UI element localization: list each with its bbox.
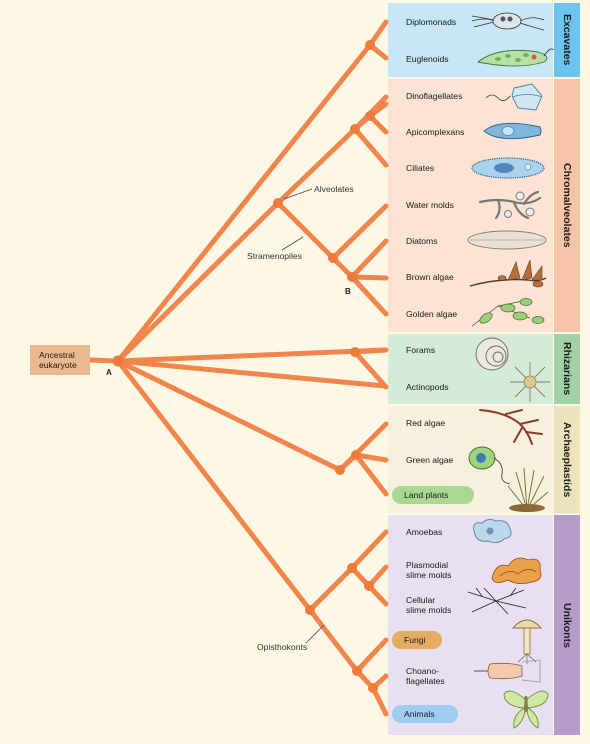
excavates-label-bar: Excavates — [554, 3, 580, 77]
rhizarians-label-bar: Rhizarians — [554, 334, 580, 404]
node-b — [347, 272, 357, 282]
archaeplastids-label-bar: Archaeplastids — [554, 406, 580, 513]
taxon-brown-algae: Brown algae — [406, 272, 454, 282]
apicomplexan-icon — [483, 122, 542, 140]
taxon-choanoflagellates: Choano- flagellates — [406, 666, 445, 686]
taxon-golden-algae: Golden algae — [406, 309, 458, 319]
green-alga-icon — [468, 446, 511, 485]
brown-alga-icon — [469, 259, 547, 288]
moth-icon — [503, 690, 549, 729]
node-a — [112, 355, 124, 367]
ancestral-eukaryote-box: Ancestral eukaryote — [30, 345, 90, 375]
taxon-water-molds: Water molds — [406, 200, 454, 210]
amoeba-icon — [473, 518, 512, 544]
opisthokonts-callout: Opisthokonts — [257, 642, 308, 652]
actinopod-icon — [510, 362, 550, 402]
root-label-line2: eukaryote — [39, 360, 77, 370]
archaeplastids-label: Archaeplastids — [561, 421, 573, 498]
golden-alga-icon — [471, 298, 545, 327]
rhizarians-panel — [388, 334, 553, 404]
taxon-amoebas: Amoebas — [406, 527, 443, 537]
taxon-actinopods: Actinopods — [406, 382, 449, 392]
node-rhizarians — [350, 347, 360, 357]
mushroom-icon — [512, 619, 542, 664]
taxon-land-plants: Land plants — [392, 486, 474, 504]
root-label-line1: Ancestral — [39, 350, 75, 360]
unikonts-label-bar: Unikonts — [554, 515, 580, 735]
node-alveolates — [350, 124, 360, 134]
diatom-icon — [467, 230, 547, 250]
diplomonad-icon — [471, 12, 545, 31]
taxon-forams: Forams — [406, 345, 436, 355]
node-opisthokonts — [352, 666, 362, 676]
node-stramenopiles — [328, 253, 338, 263]
euglenoid-icon — [476, 48, 554, 67]
cellular-line2: slime molds — [406, 605, 452, 615]
chromalveolates-label-bar: Chromalveolates — [554, 79, 580, 332]
taxon-animals: Animals — [392, 705, 458, 723]
choano-line1: Choano- — [406, 666, 439, 676]
node-animals-choano — [368, 683, 378, 693]
plasmodial-slime-mold-icon — [491, 557, 542, 584]
excavates-label: Excavates — [561, 14, 573, 66]
taxon-fungi: Fungi — [392, 631, 442, 649]
taxon-dinoflagellates: Dinoflagellates — [406, 91, 463, 101]
taxon-cellular-slime-molds: Cellular slime molds — [406, 595, 451, 615]
node-apicomplexa — [365, 111, 375, 121]
node-sar — [273, 198, 283, 208]
choano-line2: flagellates — [406, 676, 445, 686]
red-alga-icon — [479, 409, 543, 445]
taxon-ciliates: Ciliates — [406, 163, 435, 173]
cellular-line1: Cellular — [406, 595, 436, 605]
taxon-green-algae: Green algae — [406, 455, 454, 465]
cellular-slime-mold-icon — [467, 587, 527, 615]
stramenopiles-callout: Stramenopiles — [247, 251, 302, 261]
node-b-label: B — [345, 287, 351, 296]
node-unikonts — [305, 605, 315, 615]
alveolates-callout: Alveolates — [314, 184, 354, 194]
taxon-diatoms: Diatoms — [406, 236, 438, 246]
plasmodial-line1: Plasmodial — [406, 560, 449, 570]
water-mold-icon — [478, 190, 542, 220]
dinoflagellate-icon — [485, 83, 543, 111]
node-excavates — [365, 40, 375, 50]
ciliate-icon — [471, 157, 545, 179]
plasmodial-line2: slime molds — [406, 570, 452, 580]
chromalveolates-panel — [388, 79, 553, 332]
taxon-plasmodial-slime-molds: Plasmodial slime molds — [406, 560, 451, 580]
land-plant-icon — [507, 467, 549, 512]
chromalveolates-label: Chromalveolates — [561, 163, 573, 248]
node-green-plants — [351, 450, 361, 460]
foram-icon — [475, 337, 509, 371]
taxon-apicomplexans: Apicomplexans — [406, 127, 465, 137]
taxon-red-algae: Red algae — [406, 418, 446, 428]
node-a-label: A — [106, 368, 112, 377]
node-slime-molds — [364, 581, 374, 591]
taxon-euglenoids: Euglenoids — [406, 54, 449, 64]
taxon-diplomonads: Diplomonads — [406, 17, 457, 27]
node-amoebozoa — [347, 563, 357, 573]
node-archaeplastids — [335, 465, 345, 475]
choanoflagellate-icon — [474, 659, 541, 683]
rhizarians-label: Rhizarians — [561, 342, 573, 396]
unikonts-label: Unikonts — [561, 602, 573, 648]
